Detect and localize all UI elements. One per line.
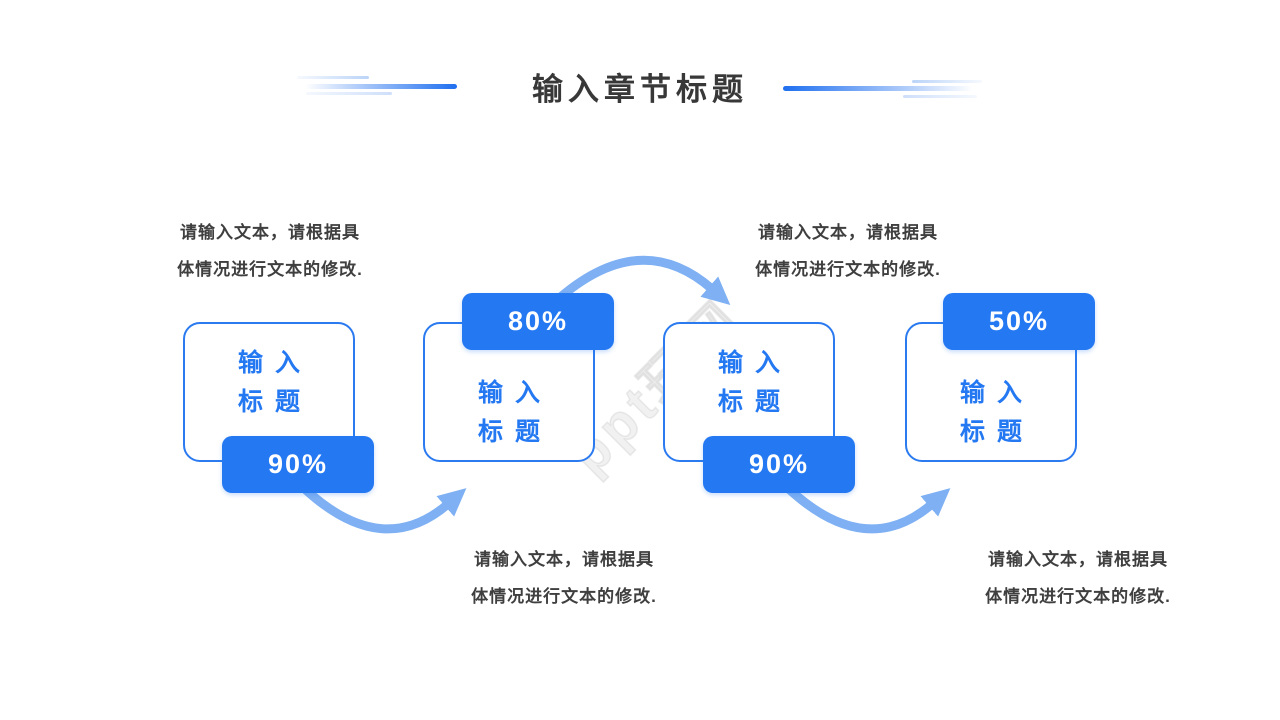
- curved-arrow-icon-step1-step2: [301, 485, 467, 534]
- step-box-3-title-line1: 输入: [717, 349, 792, 377]
- page-title: 输入章节标题: [532, 72, 748, 107]
- percent-badge-step3: 90%: [703, 436, 855, 493]
- step-box-2-title: 输入 标题: [425, 374, 593, 452]
- description-step1: 请输入文本，请根据具 体情况进行文本的修改.: [164, 214, 376, 288]
- title-deco-line-right-bottom: [903, 95, 977, 98]
- description-step3: 请输入文本，请根据具 体情况进行文本的修改.: [742, 214, 954, 288]
- description-step1-line1: 请输入文本，请根据具: [180, 223, 360, 242]
- description-step2-line2: 体情况进行文本的修改.: [471, 587, 657, 606]
- title-deco-line-left-bottom: [306, 92, 392, 95]
- title-deco-line-left-main: [305, 84, 457, 89]
- step-box-1: 输入 标题: [183, 322, 355, 462]
- step-box-1-title: 输入 标题: [185, 344, 353, 422]
- title-deco-line-right-top: [912, 80, 982, 83]
- step-box-2-title-line1: 输入: [477, 379, 552, 407]
- percent-badge-step4: 50%: [943, 293, 1095, 350]
- step-box-4-title-line2: 标题: [959, 418, 1034, 446]
- percent-badge-step2: 80%: [462, 293, 614, 350]
- step-box-1-title-line2: 标题: [237, 388, 312, 416]
- step-box-4-title: 输入 标题: [907, 374, 1075, 452]
- description-step2-line1: 请输入文本，请根据具: [474, 550, 654, 569]
- description-step4-line2: 体情况进行文本的修改.: [985, 587, 1171, 606]
- curved-arrow-icon-step3-step4: [785, 485, 951, 534]
- percent-badge-step1: 90%: [222, 436, 374, 493]
- step-box-2-title-line2: 标题: [477, 418, 552, 446]
- title-deco-line-left-top: [297, 76, 369, 79]
- description-step3-line1: 请输入文本，请根据具: [758, 223, 938, 242]
- description-step1-line2: 体情况进行文本的修改.: [177, 260, 363, 279]
- description-step2: 请输入文本，请根据具 体情况进行文本的修改.: [458, 541, 670, 615]
- step-box-3-title-line2: 标题: [717, 388, 792, 416]
- title-deco-line-right-main: [783, 86, 973, 91]
- step-box-1-title-line1: 输入: [237, 349, 312, 377]
- step-box-3-title: 输入 标题: [665, 344, 833, 422]
- step-box-4-title-line1: 输入: [959, 379, 1034, 407]
- description-step4-line1: 请输入文本，请根据具: [988, 550, 1168, 569]
- description-step4: 请输入文本，请根据具 体情况进行文本的修改.: [972, 541, 1184, 615]
- description-step3-line2: 体情况进行文本的修改.: [755, 260, 941, 279]
